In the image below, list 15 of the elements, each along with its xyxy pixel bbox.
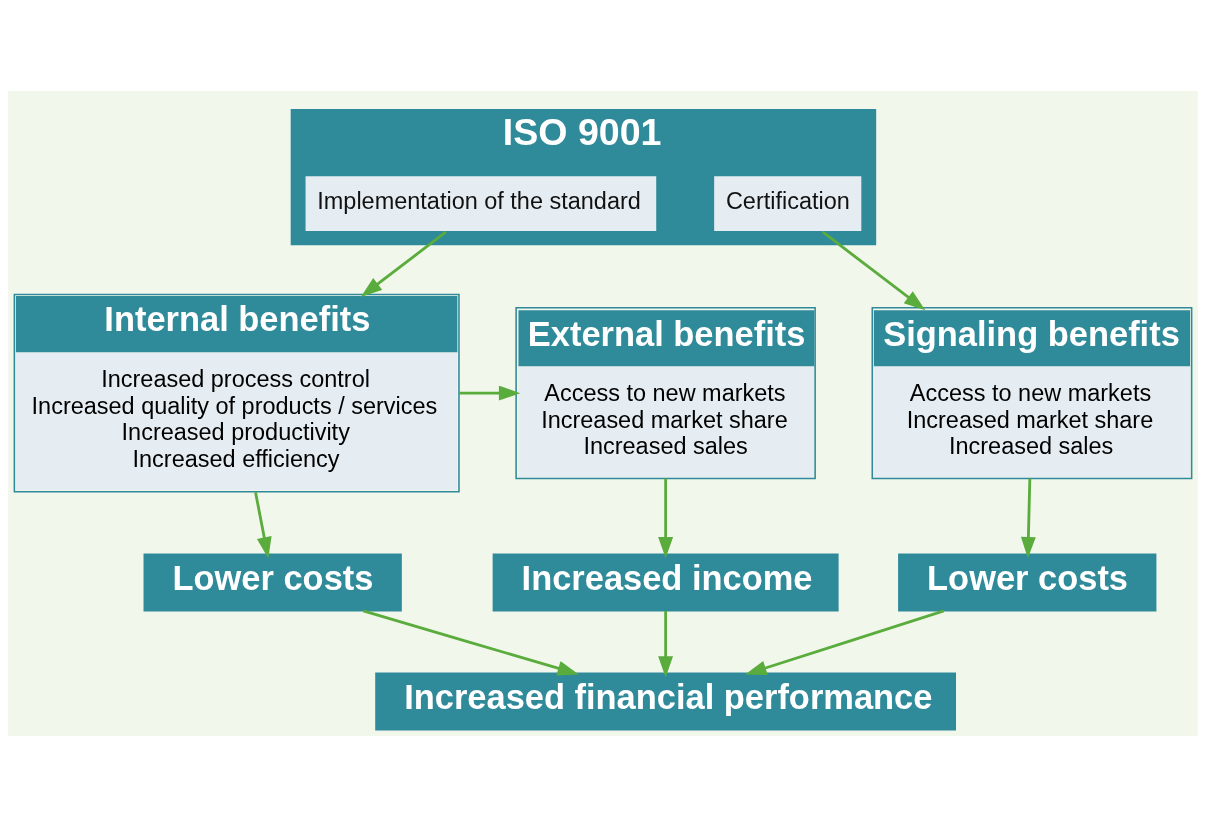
arrow (459, 385, 521, 401)
arrow (745, 609, 945, 676)
arrow (362, 609, 579, 676)
node-box: Increased income (492, 553, 839, 612)
arrow (658, 478, 674, 559)
arrow (658, 611, 674, 678)
arrow (360, 230, 447, 297)
node-box: Certification (712, 174, 863, 233)
arrow (1020, 478, 1036, 559)
node-box: Increased financial performance (375, 672, 957, 731)
node-box: Implementation of the standard (304, 174, 658, 233)
arrow (254, 491, 272, 559)
node-box: Lower costs (898, 553, 1157, 612)
node-box: Lower costs (143, 553, 402, 612)
arrow (821, 230, 926, 311)
